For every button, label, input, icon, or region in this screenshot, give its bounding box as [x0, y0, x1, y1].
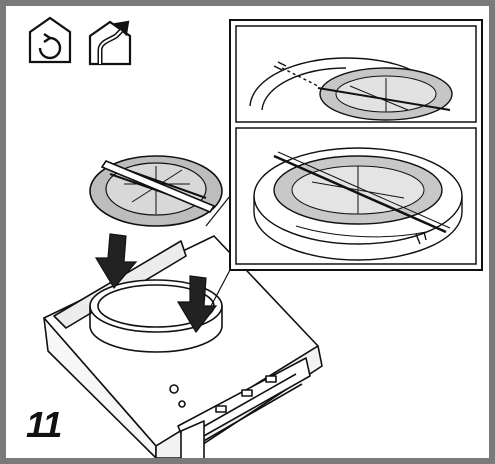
insert-arrow-left — [94, 233, 138, 290]
step-number: 11 — [26, 404, 62, 445]
illustration-canvas — [28, 16, 483, 458]
insert-arrow-right — [176, 275, 218, 334]
recirculation-mode-icon — [28, 16, 72, 64]
grease-filter — [89, 155, 223, 227]
extraction-mode-icon — [88, 20, 132, 66]
detail-installed-view — [253, 147, 463, 261]
detail-top-view — [249, 57, 453, 121]
